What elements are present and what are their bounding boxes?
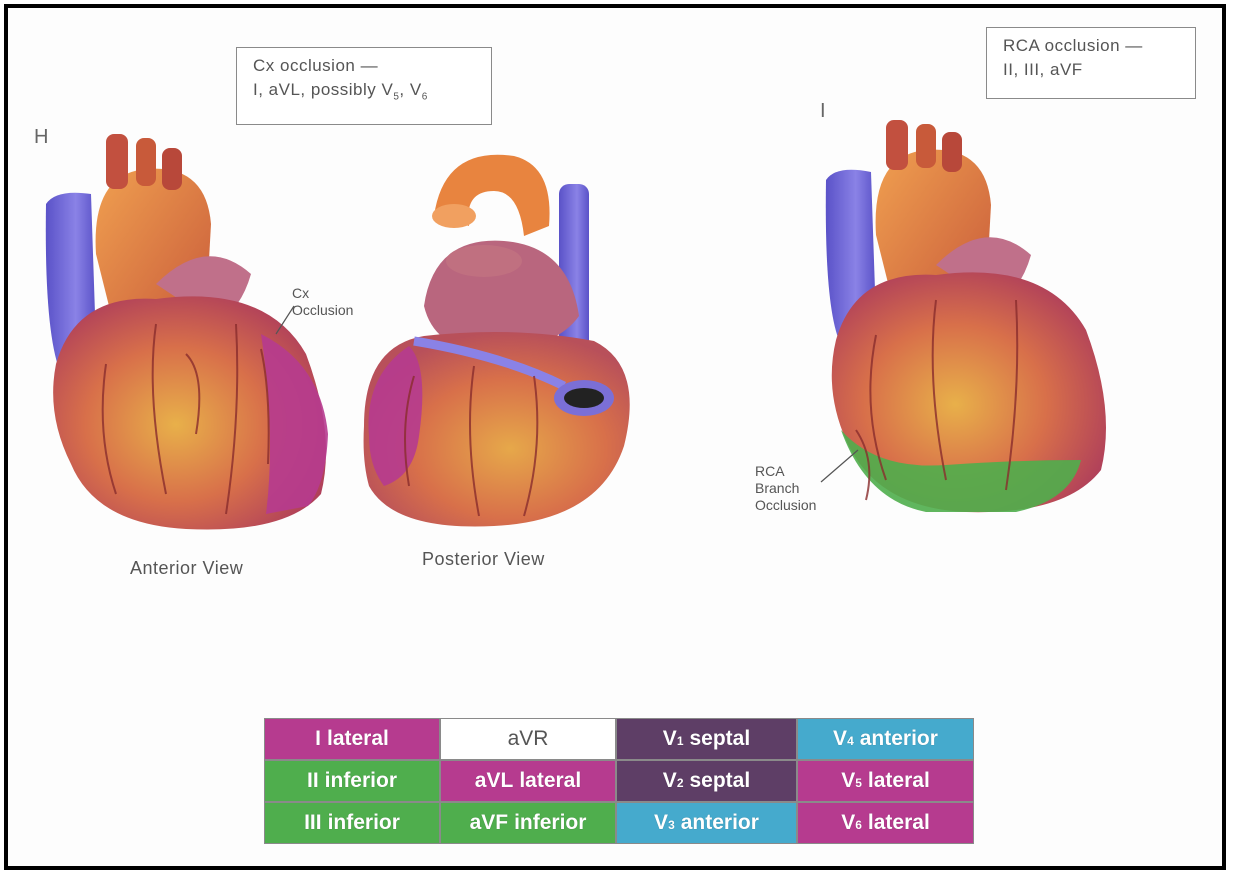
pulmonary-vein [446, 245, 522, 277]
lead-region: septal [690, 769, 751, 793]
lead-region: lateral [868, 769, 930, 793]
posterior-view-caption: Posterior View [422, 549, 545, 570]
lead-region: lateral [868, 811, 930, 835]
cx-occlusion-label: Cx Occlusion [292, 285, 353, 319]
lead-region: inferior [325, 769, 397, 793]
cx-label-line1: Cx [292, 285, 353, 302]
lead-region: inferior [328, 811, 400, 835]
lead-subscript: 5 [855, 776, 862, 790]
ivc-lumen [564, 388, 604, 408]
cx-callout-line2: I, aVL, possibly V5, V6 [253, 78, 475, 109]
rca-label-line2: Branch [755, 480, 816, 497]
lead-name: aVF [470, 811, 509, 835]
cx-label-line2: Occlusion [292, 302, 353, 319]
cx-occlusion-callout: Cx occlusion — I, aVL, possibly V5, V6 [236, 47, 492, 125]
rca-branch-occlusion-label: RCA Branch Occlusion [755, 463, 816, 514]
lead-name: II [307, 769, 319, 793]
rca-label-line1: RCA [755, 463, 816, 480]
lead-subscript: 6 [855, 818, 862, 832]
aortic-branch-3 [162, 148, 182, 190]
lead-region: septal [690, 727, 751, 751]
rca-callout-line2: II, III, aVF [1003, 58, 1179, 82]
anterior-heart-illustration [36, 134, 346, 554]
lead-cell: III inferior [264, 802, 440, 844]
lead-region: lateral [519, 769, 581, 793]
rca-aortic-branch-2 [916, 124, 936, 168]
rca-pointer-line [821, 450, 858, 482]
posterior-heart-illustration [354, 136, 644, 531]
lead-name: I [315, 727, 321, 751]
aortic-branch-2 [136, 138, 156, 186]
rca-callout-line1: RCA occlusion — [1003, 34, 1179, 58]
rca-label-line3: Occlusion [755, 497, 816, 514]
anterior-view-caption: Anterior View [130, 558, 243, 579]
lead-subscript: 2 [677, 776, 684, 790]
rca-aortic-branch-1 [886, 120, 908, 170]
rca-occlusion-callout: RCA occlusion — II, III, aVF [986, 27, 1196, 99]
lead-region: anterior [681, 811, 759, 835]
lead-name: aVR [508, 727, 549, 751]
aortic-opening [432, 204, 476, 228]
rca-heart-illustration [816, 120, 1116, 530]
lead-region: anterior [860, 727, 938, 751]
lead-subscript: 3 [668, 818, 675, 832]
lead-name: aVL [475, 769, 514, 793]
lead-region: inferior [514, 811, 586, 835]
rca-aortic-branch-3 [942, 132, 962, 172]
aortic-branch-1 [106, 134, 128, 189]
lead-subscript: 1 [677, 734, 684, 748]
lead-subscript: 4 [847, 734, 854, 748]
cx-callout-line1: Cx occlusion — [253, 54, 475, 78]
lateral-infarct-zone [261, 334, 328, 514]
lead-cell: aVR [440, 718, 616, 760]
lead-name: III [304, 811, 322, 835]
lead-region: lateral [327, 727, 389, 751]
